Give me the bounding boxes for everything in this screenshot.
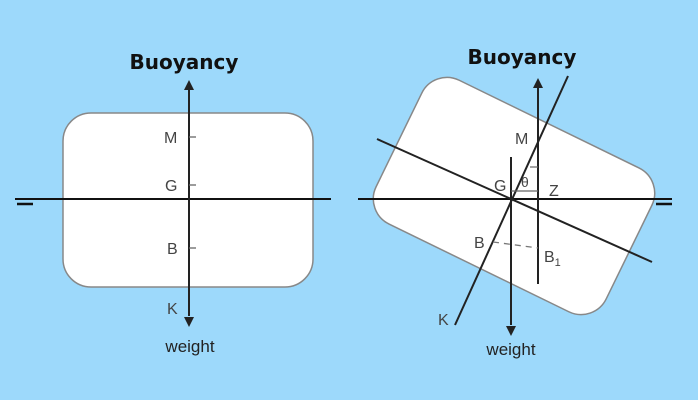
point-b1-label: B1 (544, 249, 561, 269)
buoyancy-arrow-icon (184, 80, 194, 90)
theta-label: θ (521, 174, 529, 190)
weight-label: weight (485, 340, 535, 359)
point-m-label: M (515, 131, 528, 148)
point-k-label: K (438, 312, 449, 329)
buoyancy-arrow-icon (533, 78, 543, 88)
point-g-label: G (494, 178, 506, 195)
b-b1-shift (492, 241, 539, 249)
weight-label: weight (164, 337, 214, 356)
point-z-label: Z (549, 183, 559, 200)
buoyancy-label: Buoyancy (468, 45, 577, 69)
heeled-deck-line (376, 138, 653, 263)
point-b-label: B (474, 235, 485, 252)
point-g-label: G (165, 178, 177, 195)
point-m-label: M (164, 130, 177, 147)
point-k-label: K (167, 301, 178, 318)
upright-ship-diagram: Buoyancy M G B K weight (15, 50, 331, 356)
buoyancy-label: Buoyancy (130, 50, 239, 74)
weight-arrow-icon (184, 317, 194, 327)
point-b-label: B (167, 241, 178, 258)
weight-arrow-icon (506, 326, 516, 336)
heeled-ship-diagram: Buoyancy M G θ Z B B1 K weight (358, 45, 672, 359)
